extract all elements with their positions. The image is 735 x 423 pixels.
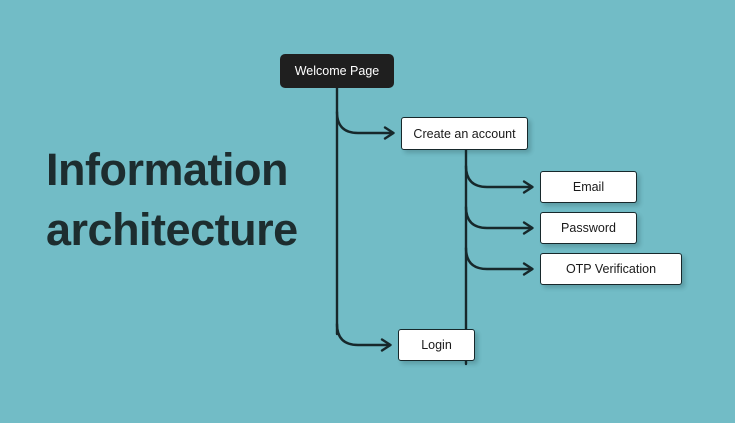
page-title: Information architecture bbox=[46, 144, 298, 255]
node-create-an-account[interactable]: Create an account bbox=[401, 117, 528, 150]
edge-create-to-otp bbox=[464, 246, 533, 271]
node-login[interactable]: Login bbox=[398, 329, 475, 361]
node-password[interactable]: Password bbox=[540, 212, 637, 244]
edge-welcome-to-create bbox=[335, 110, 394, 135]
edge-create-to-email bbox=[464, 164, 533, 189]
node-email[interactable]: Email bbox=[540, 171, 637, 203]
edge-welcome-to-login bbox=[335, 322, 391, 347]
arrowhead-email bbox=[522, 180, 534, 194]
edge-create-to-password bbox=[464, 205, 533, 230]
arrowhead-otp bbox=[522, 262, 534, 276]
node-welcome-page[interactable]: Welcome Page bbox=[280, 54, 394, 88]
arrowhead-password bbox=[522, 221, 534, 235]
node-otp-verification[interactable]: OTP Verification bbox=[540, 253, 682, 285]
arrowhead-create bbox=[383, 126, 395, 140]
arrowhead-login bbox=[380, 338, 392, 352]
